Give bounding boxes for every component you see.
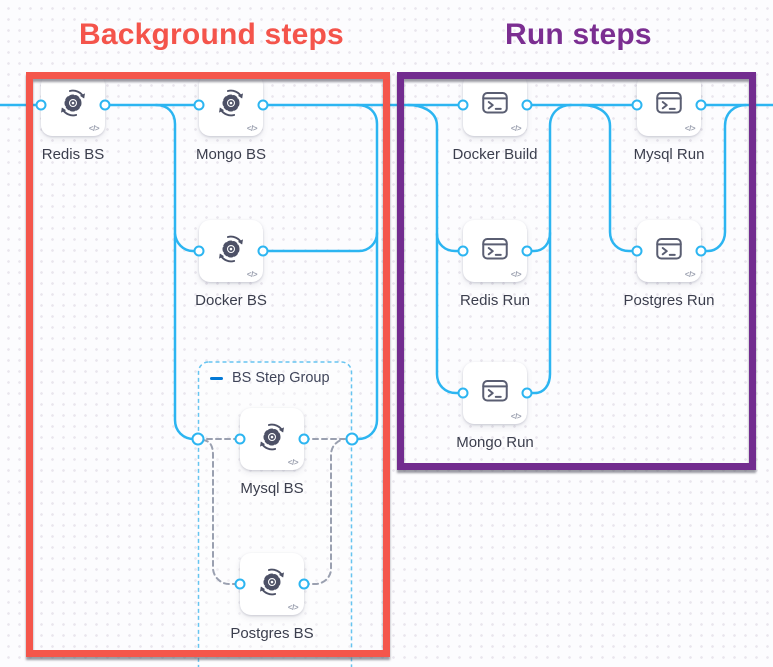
- step-label: Mysql BS: [240, 480, 304, 497]
- connector-port[interactable]: [35, 99, 47, 111]
- step-card[interactable]: </>: [637, 220, 701, 282]
- group-connector-port[interactable]: [191, 432, 205, 446]
- step-node-mysql-run[interactable]: </> Mysql Run: [634, 74, 704, 163]
- step-label: Postgres BS: [230, 625, 314, 642]
- code-glyph-icon: </>: [510, 270, 522, 279]
- connector-port[interactable]: [193, 245, 205, 257]
- connector-port[interactable]: [457, 245, 469, 257]
- run-merge-rail-2: [699, 103, 748, 253]
- connector-port[interactable]: [193, 99, 205, 111]
- step-card[interactable]: </>: [637, 74, 701, 136]
- step-card[interactable]: </>: [463, 220, 527, 282]
- bg-merge-rail: [350, 103, 379, 441]
- group-dashed-connectors: [197, 438, 353, 585]
- connector-port[interactable]: [99, 99, 111, 111]
- code-glyph-icon: </>: [287, 458, 299, 467]
- connector-port[interactable]: [521, 245, 533, 257]
- step-node-postgres-bs[interactable]: </> Postgres BS: [230, 553, 314, 642]
- collapse-group-minus-icon[interactable]: [210, 376, 223, 380]
- run-branch-redis: [435, 232, 465, 253]
- step-node-postgres-run[interactable]: </> Postgres Run: [624, 220, 714, 309]
- step-label: Mysql Run: [633, 146, 705, 163]
- step-label: Redis Run: [459, 292, 531, 309]
- step-node-mongo-run[interactable]: </> Mongo Run: [456, 362, 534, 451]
- connector-port[interactable]: [695, 245, 707, 257]
- code-glyph-icon: </>: [510, 124, 522, 133]
- code-glyph-icon: </>: [287, 603, 299, 612]
- run-merge-redis: [525, 231, 552, 253]
- run-branch-rail: [406, 103, 465, 395]
- step-group-header[interactable]: BS Step Group: [210, 370, 330, 386]
- connector-port[interactable]: [257, 99, 269, 111]
- step-node-mongo-bs[interactable]: </> Mongo BS: [196, 74, 266, 163]
- connector-port[interactable]: [298, 578, 310, 590]
- group-connector-port[interactable]: [345, 432, 359, 446]
- run-step-terminal-icon: [654, 234, 684, 264]
- run-step-terminal-icon: [480, 234, 510, 264]
- background-step-gear-sync-icon: [58, 88, 88, 118]
- bg-branch-docker: [173, 232, 201, 253]
- step-group-label: BS Step Group: [232, 370, 330, 386]
- connector-port[interactable]: [521, 99, 533, 111]
- connector-port[interactable]: [695, 99, 707, 111]
- bg-merge-docker: [261, 231, 379, 253]
- step-label: Postgres Run: [623, 292, 715, 309]
- connector-port[interactable]: [234, 433, 246, 445]
- background-step-gear-sync-icon: [216, 88, 246, 118]
- background-step-gear-sync-icon: [216, 234, 246, 264]
- connector-port[interactable]: [257, 245, 269, 257]
- connector-port[interactable]: [298, 433, 310, 445]
- connector-port[interactable]: [631, 99, 643, 111]
- code-glyph-icon: </>: [88, 124, 100, 133]
- run-step-terminal-icon: [480, 376, 510, 406]
- run-merge-rail-1: [525, 103, 573, 395]
- step-node-mysql-bs[interactable]: </> Mysql BS: [240, 408, 304, 497]
- step-card[interactable]: </>: [240, 408, 304, 470]
- run-steps-title: Run steps: [505, 18, 652, 51]
- step-card[interactable]: </>: [199, 74, 263, 136]
- step-card[interactable]: </>: [463, 362, 527, 424]
- step-node-docker-bs[interactable]: </> Docker BS: [195, 220, 267, 309]
- code-glyph-icon: </>: [684, 270, 696, 279]
- connector-port[interactable]: [457, 387, 469, 399]
- step-label: Mongo BS: [195, 146, 267, 163]
- step-label: Docker Build: [452, 146, 538, 163]
- run-step-terminal-icon: [654, 88, 684, 118]
- code-glyph-icon: </>: [246, 270, 258, 279]
- code-glyph-icon: </>: [510, 412, 522, 421]
- run-step-terminal-icon: [480, 88, 510, 118]
- bg-branch-rail: [154, 103, 200, 441]
- step-card[interactable]: </>: [199, 220, 263, 282]
- step-label: Mongo Run: [456, 434, 534, 451]
- connector-port[interactable]: [521, 387, 533, 399]
- step-card[interactable]: </>: [463, 74, 527, 136]
- step-card[interactable]: </>: [41, 74, 105, 136]
- step-node-redis-run[interactable]: </> Redis Run: [460, 220, 530, 309]
- code-glyph-icon: </>: [684, 124, 696, 133]
- step-card[interactable]: </>: [240, 553, 304, 615]
- run-branch-rail-2: [580, 103, 639, 253]
- connector-port[interactable]: [631, 245, 643, 257]
- step-label: Docker BS: [195, 292, 267, 309]
- background-step-gear-sync-icon: [257, 422, 287, 452]
- step-node-redis-bs[interactable]: </> Redis BS: [41, 74, 105, 163]
- connector-port[interactable]: [234, 578, 246, 590]
- background-steps-title: Background steps: [79, 18, 344, 51]
- step-label: Redis BS: [41, 146, 105, 163]
- connector-port[interactable]: [457, 99, 469, 111]
- background-step-gear-sync-icon: [257, 567, 287, 597]
- step-node-docker-build[interactable]: </> Docker Build: [452, 74, 538, 163]
- code-glyph-icon: </>: [246, 124, 258, 133]
